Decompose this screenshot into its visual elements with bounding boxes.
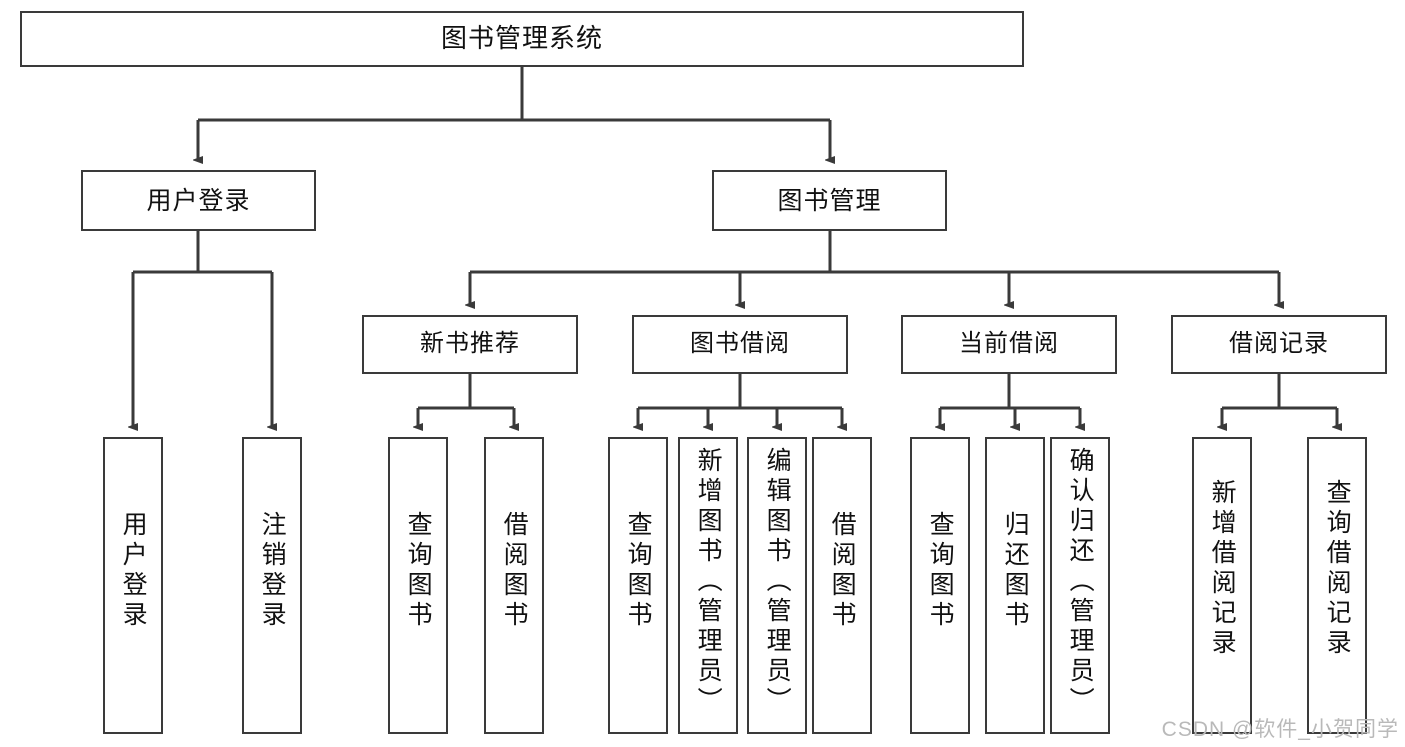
node-label: 新增图书（管理员） [694, 447, 723, 717]
node-leaf-add-book[interactable]: 新增图书（管理员） [678, 437, 738, 734]
node-leaf-query-book-3[interactable]: 查询图书 [910, 437, 970, 734]
node-leaf-user-login[interactable]: 用户登录 [103, 437, 163, 734]
node-label: 编辑图书（管理员） [763, 447, 792, 717]
node-label: 用户登录 [146, 186, 251, 215]
node-label: 借阅图书 [828, 511, 857, 631]
node-current-borrow[interactable]: 当前借阅 [901, 315, 1117, 374]
node-leaf-query-book-2[interactable]: 查询图书 [608, 437, 668, 734]
node-label: 图书借阅 [690, 330, 790, 358]
node-borrow-record[interactable]: 借阅记录 [1171, 315, 1387, 374]
node-book-manage[interactable]: 图书管理 [712, 170, 947, 231]
node-label: 借阅图书 [500, 511, 529, 631]
node-book-borrow[interactable]: 图书借阅 [632, 315, 848, 374]
node-label: 新书推荐 [420, 330, 520, 358]
node-new-book-recommend[interactable]: 新书推荐 [362, 315, 578, 374]
node-label: 当前借阅 [959, 330, 1059, 358]
node-root-system[interactable]: 图书管理系统 [20, 11, 1024, 67]
node-leaf-logout[interactable]: 注销登录 [242, 437, 302, 734]
node-label: 查询图书 [624, 511, 653, 631]
node-label: 新增借阅记录 [1208, 479, 1237, 659]
node-label: 查询图书 [926, 511, 955, 631]
node-leaf-edit-book[interactable]: 编辑图书（管理员） [747, 437, 807, 734]
node-leaf-query-record[interactable]: 查询借阅记录 [1307, 437, 1367, 734]
node-label: 归还图书 [1001, 511, 1030, 631]
node-leaf-query-book-1[interactable]: 查询图书 [388, 437, 448, 734]
node-leaf-borrow-book-1[interactable]: 借阅图书 [484, 437, 544, 734]
node-leaf-add-record[interactable]: 新增借阅记录 [1192, 437, 1252, 734]
node-label: 借阅记录 [1229, 330, 1329, 358]
node-user-login[interactable]: 用户登录 [81, 170, 316, 231]
node-label: 确认归还（管理员） [1066, 447, 1095, 717]
node-label: 用户登录 [119, 511, 148, 631]
node-label: 图书管理系统 [440, 23, 603, 54]
node-label: 图书管理 [777, 186, 882, 215]
node-leaf-return-book[interactable]: 归还图书 [985, 437, 1045, 734]
node-leaf-confirm-return[interactable]: 确认归还（管理员） [1050, 437, 1110, 734]
watermark-text: CSDN @软件_小贺同学 [1161, 718, 1399, 741]
node-leaf-borrow-book-2[interactable]: 借阅图书 [812, 437, 872, 734]
node-label: 查询借阅记录 [1323, 479, 1352, 659]
node-label: 注销登录 [258, 511, 287, 631]
node-label: 查询图书 [404, 511, 433, 631]
